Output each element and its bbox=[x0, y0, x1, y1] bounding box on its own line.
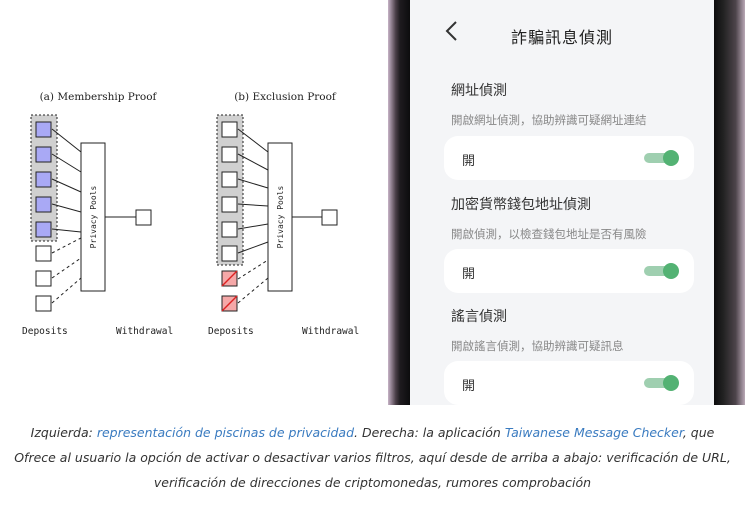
exclusion-dashed-lines bbox=[237, 259, 269, 304]
phone-bezel-right bbox=[714, 0, 745, 405]
membership-title: (a) Membership Proof bbox=[40, 91, 158, 103]
crypto-detection-toggle[interactable] bbox=[644, 263, 680, 279]
privacy-pools-diagram: (a) Membership Proof Privacy Pools Depos… bbox=[22, 91, 359, 337]
caption-text: . Derecha: la aplicación bbox=[354, 425, 505, 440]
privacy-pool-box-a bbox=[80, 142, 106, 292]
rumor-detection-toggle[interactable] bbox=[644, 375, 680, 391]
phone-screenshot: 詐騙訊息偵測 網址偵測 開啟網址偵測，協助辨識可疑網址連結 開 加密貨幣錢包地址… bbox=[388, 0, 745, 405]
deposit-included bbox=[35, 221, 52, 238]
deposit-excluded-slash bbox=[221, 270, 238, 287]
exclusion-set-box bbox=[216, 114, 244, 266]
deposit-other bbox=[35, 245, 52, 262]
section-desc-rumor: 開啟謠言偵測，協助辨識可疑訊息 bbox=[451, 339, 624, 353]
toggle-label: 開 bbox=[462, 379, 476, 394]
withdrawal-box-a bbox=[135, 209, 152, 226]
exclusion-deposits bbox=[221, 121, 238, 312]
deposit-other bbox=[35, 295, 52, 312]
deposit-included bbox=[221, 146, 238, 163]
pool-label-b: Privacy Pools bbox=[276, 186, 285, 249]
app-header: 詐騙訊息偵測 bbox=[410, 0, 714, 60]
deposit-included bbox=[221, 171, 238, 188]
toggle-knob bbox=[663, 263, 679, 279]
membership-dashed-lines bbox=[51, 237, 82, 304]
section-title-crypto: 加密貨幣錢包地址偵測 bbox=[451, 197, 591, 213]
deposit-included bbox=[221, 121, 238, 138]
section-title-rumor: 謠言偵測 bbox=[451, 309, 507, 325]
deposit-included bbox=[35, 121, 52, 138]
privacy-pool-box-b bbox=[267, 142, 293, 292]
figure-caption: Izquierda: representación de piscinas de… bbox=[14, 420, 731, 495]
toggle-label: 開 bbox=[462, 267, 476, 282]
deposit-included bbox=[35, 146, 52, 163]
url-detection-toggle[interactable] bbox=[644, 150, 680, 166]
deposit-other bbox=[35, 270, 52, 287]
membership-lines bbox=[51, 128, 136, 233]
message-checker-link[interactable]: Taiwanese Message Checker bbox=[504, 425, 683, 440]
deposit-included bbox=[221, 245, 238, 262]
toggle-label: 開 bbox=[462, 154, 476, 169]
deposit-included bbox=[221, 221, 238, 238]
phone-bezel-left bbox=[388, 0, 410, 405]
caption-text: Izquierda: bbox=[30, 425, 97, 440]
deposit-excluded-slash bbox=[221, 295, 238, 312]
withdrawal-label-b: Withdrawal bbox=[302, 326, 359, 337]
membership-deposits bbox=[35, 121, 52, 312]
exclusion-lines bbox=[237, 128, 322, 254]
deposit-included bbox=[35, 171, 52, 188]
app-screen: 詐騙訊息偵測 網址偵測 開啟網址偵測，協助辨識可疑網址連結 開 加密貨幣錢包地址… bbox=[410, 0, 714, 405]
privacy-pools-link[interactable]: representación de piscinas de privacidad bbox=[96, 425, 355, 440]
section-desc-crypto: 開啟偵測，以檢查錢包地址是否有風險 bbox=[451, 227, 647, 241]
page-title: 詐騙訊息偵測 bbox=[510, 28, 613, 47]
toggle-track bbox=[644, 153, 676, 163]
section-desc-url: 開啟網址偵測，協助辨識可疑網址連結 bbox=[451, 113, 647, 127]
deposit-included bbox=[221, 196, 238, 213]
toggle-knob bbox=[663, 150, 679, 166]
back-arrow-icon[interactable] bbox=[442, 20, 464, 42]
caption-text: , que Ofrece al usuario la opción de act… bbox=[14, 425, 731, 490]
deposit-included bbox=[35, 196, 52, 213]
rumor-detection-card[interactable]: 開 bbox=[444, 361, 694, 405]
deposits-label-a: Deposits bbox=[22, 326, 68, 337]
toggle-track bbox=[644, 378, 676, 388]
withdrawal-box-b bbox=[321, 209, 338, 226]
url-detection-card[interactable]: 開 bbox=[444, 136, 694, 180]
crypto-detection-card[interactable]: 開 bbox=[444, 249, 694, 293]
toggle-track bbox=[644, 266, 676, 276]
deposits-label-b: Deposits bbox=[208, 326, 254, 337]
exclusion-title: (b) Exclusion Proof bbox=[234, 91, 337, 103]
pool-label-a: Privacy Pools bbox=[89, 186, 98, 249]
toggle-knob bbox=[663, 375, 679, 391]
section-title-url: 網址偵測 bbox=[451, 83, 507, 99]
withdrawal-label-a: Withdrawal bbox=[116, 326, 173, 337]
